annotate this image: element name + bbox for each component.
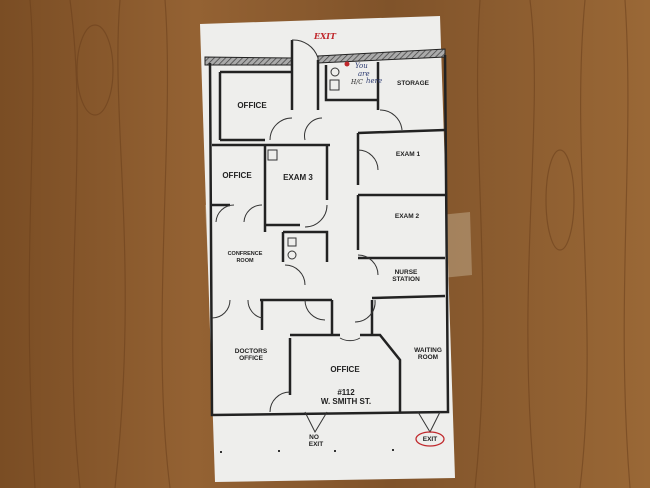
room-storage: STORAGE <box>397 80 430 87</box>
room-nurse-station: NURSE <box>395 269 418 276</box>
you-label: You <box>355 62 368 70</box>
hatched-wall <box>204 56 293 66</box>
walls <box>208 40 450 417</box>
wood-grain <box>28 0 631 488</box>
no-exit-label-2: EXIT <box>309 441 323 448</box>
room-doctors-office: DOCTORS <box>235 348 268 355</box>
room-waiting-2: ROOM <box>418 354 438 361</box>
fixtures <box>267 67 340 260</box>
address-street: W. SMITH ST. <box>321 397 371 406</box>
room-exam-1: EXAM 1 <box>396 151 421 158</box>
room-conference-2: ROOM <box>236 258 254 264</box>
room-exam-3: EXAM 3 <box>283 173 313 182</box>
room-office-top: OFFICE <box>237 101 267 110</box>
room-exam-2: EXAM 2 <box>395 213 420 220</box>
are-label: are <box>358 70 370 78</box>
exit-red-circle <box>415 431 445 447</box>
room-conference: CONFRENCE <box>228 251 263 257</box>
you-are-here-dot <box>344 61 350 67</box>
room-office-main: OFFICE <box>330 365 360 374</box>
here-label: here <box>366 77 382 85</box>
address-number: #112 <box>337 388 355 397</box>
room-doctors-office-2: OFFICE <box>239 355 263 362</box>
room-nurse-station-2: STATION <box>392 276 420 283</box>
room-waiting: WAITING <box>414 347 442 354</box>
no-exit-label: NO <box>309 434 319 441</box>
exit-top-label: EXIT <box>313 31 337 41</box>
hc-label: H/C <box>350 79 363 86</box>
room-office-left: OFFICE <box>222 171 252 180</box>
exit-bottom-label: EXIT <box>423 436 437 443</box>
pin-dots <box>220 449 394 453</box>
tape-right <box>440 212 472 278</box>
